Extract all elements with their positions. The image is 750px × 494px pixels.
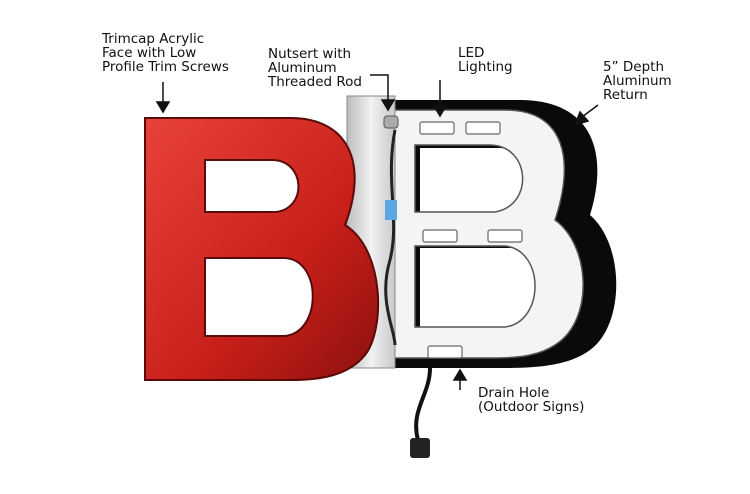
drain-cable xyxy=(414,367,432,441)
label-line: Return xyxy=(603,87,648,103)
label-line: Lighting xyxy=(458,59,513,75)
wire xyxy=(384,129,397,346)
label-line: Aluminum xyxy=(268,60,337,76)
letter-interior xyxy=(384,109,584,359)
trimcap-acrylic-face xyxy=(144,117,380,381)
led-modules xyxy=(419,121,523,359)
label-line: Aluminum xyxy=(603,73,672,89)
label-line: Profile Trim Screws xyxy=(102,59,229,75)
label-line: Trimcap Acrylic xyxy=(102,31,205,47)
label-line: 5” Depth xyxy=(603,59,664,75)
label-drain: Drain Hole(Outdoor Signs) xyxy=(478,386,584,414)
label-line: Face with Low xyxy=(102,45,197,61)
drain-connector xyxy=(410,438,430,458)
label-line: Nutsert with xyxy=(268,46,352,62)
label-line: Threaded Rod xyxy=(268,74,362,90)
label-line: Drain Hole xyxy=(478,385,550,401)
callout-arrows xyxy=(155,74,599,390)
power-supply xyxy=(385,200,397,220)
nutsert xyxy=(383,115,399,129)
label-line: (Outdoor Signs) xyxy=(478,399,585,415)
label-line: LED xyxy=(458,45,485,61)
